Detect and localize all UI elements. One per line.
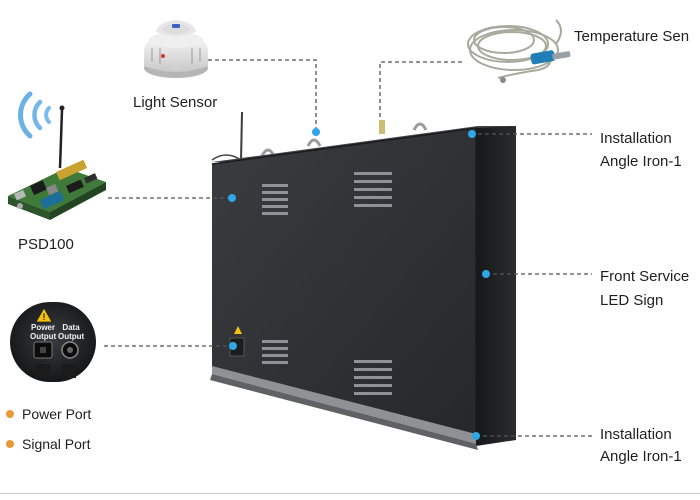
legend-item-power-port: Power Port <box>6 406 91 422</box>
legend-item-signal-port: Signal Port <box>6 436 90 452</box>
installation-angle-iron-bottom-line2: Angle Iron-1 <box>600 448 682 465</box>
legend-dot-icon <box>6 440 14 448</box>
front-service-line2: LED Sign <box>600 292 664 309</box>
psd100-label: PSD100 <box>18 236 74 253</box>
front-service-line1: Front Service <box>600 268 690 285</box>
port-closeup-image: ! <box>10 302 96 382</box>
legend-dot-icon <box>6 410 14 418</box>
vent-grille-bottom-left <box>262 340 288 364</box>
divider <box>0 493 700 494</box>
vent-grille-bottom-right <box>354 360 392 395</box>
port-power-output-label: Power Output <box>30 323 57 341</box>
legend-label: Power Port <box>22 406 92 422</box>
vent-grille-top-left <box>262 184 288 215</box>
legend-label: Signal Port <box>22 436 91 452</box>
temperature-sensor-label: Temperature Sen <box>574 28 690 45</box>
vent-grille-top-right <box>354 172 392 207</box>
temperature-sensor-image <box>467 19 562 79</box>
installation-angle-iron-bottom-line1: Installation <box>600 426 672 443</box>
psd100-board-image <box>8 105 106 220</box>
temperature-probe-image <box>500 50 571 83</box>
antenna-icon <box>58 109 64 169</box>
warning-triangle-icon <box>35 307 53 323</box>
light-sensor-image <box>144 20 208 78</box>
svg-text:!: ! <box>43 312 46 322</box>
callout-dots <box>228 128 490 440</box>
led-sign-cabinet <box>210 111 516 450</box>
port-data-output-label: Data Output <box>58 323 85 341</box>
installation-angle-iron-top-line2: Angle Iron-1 <box>600 153 682 170</box>
leader-lines <box>104 59 592 437</box>
installation-angle-iron-top-line1: Installation <box>600 130 672 147</box>
light-sensor-label: Light Sensor <box>133 94 218 111</box>
wifi-signal-icon <box>18 91 51 139</box>
